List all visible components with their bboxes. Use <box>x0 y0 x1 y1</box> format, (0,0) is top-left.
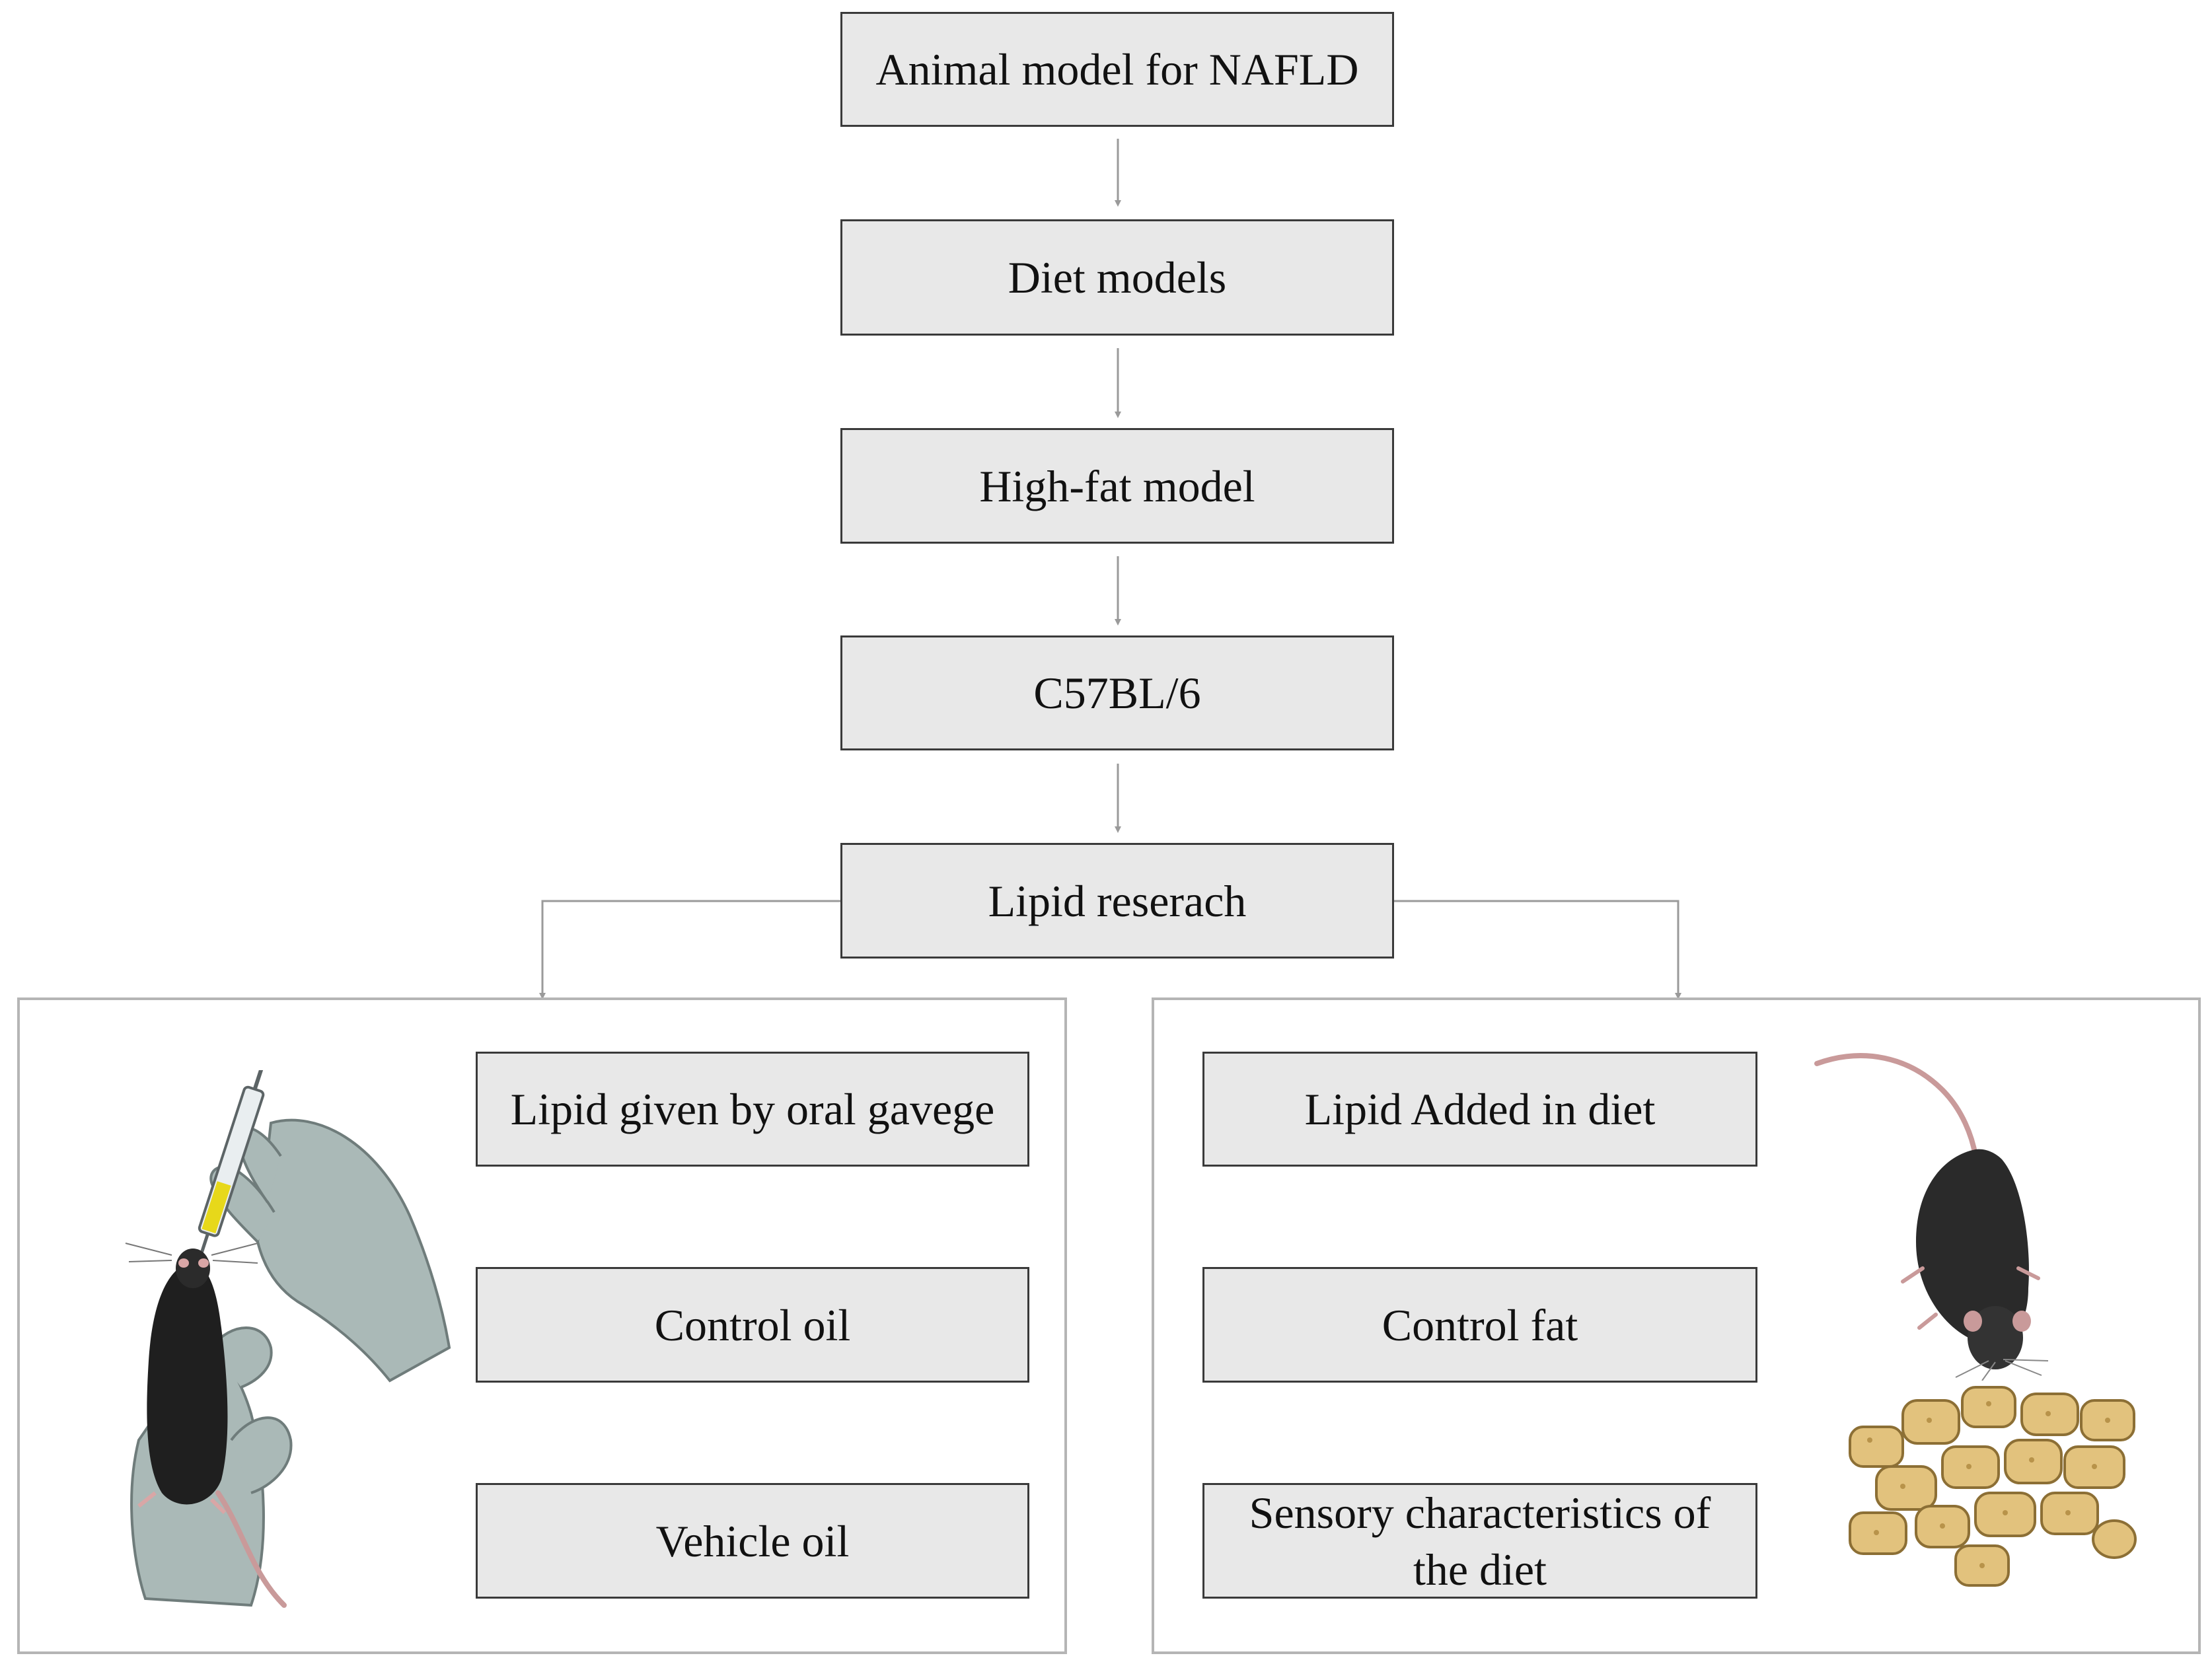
node-high-fat-model-label: High-fat model <box>979 460 1255 511</box>
node-control-fat: Control fat <box>1202 1267 1757 1383</box>
node-animal-model: Animal model for NAFLD <box>840 12 1394 127</box>
node-strain-label: C57BL/6 <box>1033 668 1201 718</box>
syringe-gavage-illustration <box>125 1070 451 1608</box>
food-pellets-illustration <box>1849 1386 2137 1587</box>
node-vehicle-oil: Vehicle oil <box>476 1483 1029 1599</box>
node-strain: C57BL/6 <box>840 635 1394 750</box>
mouse-illustration <box>1814 1053 2049 1381</box>
node-lipid-research-label: Lipid reserach <box>988 875 1247 926</box>
node-sensory: Sensory characteristics of the diet <box>1202 1483 1757 1599</box>
arrow-lipid-to-right-panel <box>1394 900 1681 999</box>
node-control-oil: Control oil <box>476 1267 1029 1383</box>
node-oral-gavage: Lipid given by oral gavege <box>476 1052 1029 1167</box>
node-high-fat-model: High-fat model <box>840 428 1394 544</box>
node-diet-models: Diet models <box>840 219 1394 336</box>
node-lipid-research: Lipid reserach <box>840 843 1394 959</box>
node-diet-models-label: Diet models <box>1008 252 1227 303</box>
node-control-fat-label: Control fat <box>1382 1299 1578 1350</box>
node-lipid-added-in-diet-label: Lipid Added in diet <box>1304 1084 1656 1134</box>
node-control-oil-label: Control oil <box>654 1299 851 1350</box>
node-oral-gavage-label: Lipid given by oral gavege <box>510 1084 995 1134</box>
node-vehicle-oil-label: Vehicle oil <box>655 1515 850 1566</box>
node-animal-model-label: Animal model for NAFLD <box>875 44 1359 94</box>
node-lipid-added-in-diet: Lipid Added in diet <box>1202 1052 1757 1167</box>
node-sensory-label: Sensory characteristics of the diet <box>1249 1487 1711 1595</box>
arrow-lipid-to-left-panel <box>539 900 840 999</box>
